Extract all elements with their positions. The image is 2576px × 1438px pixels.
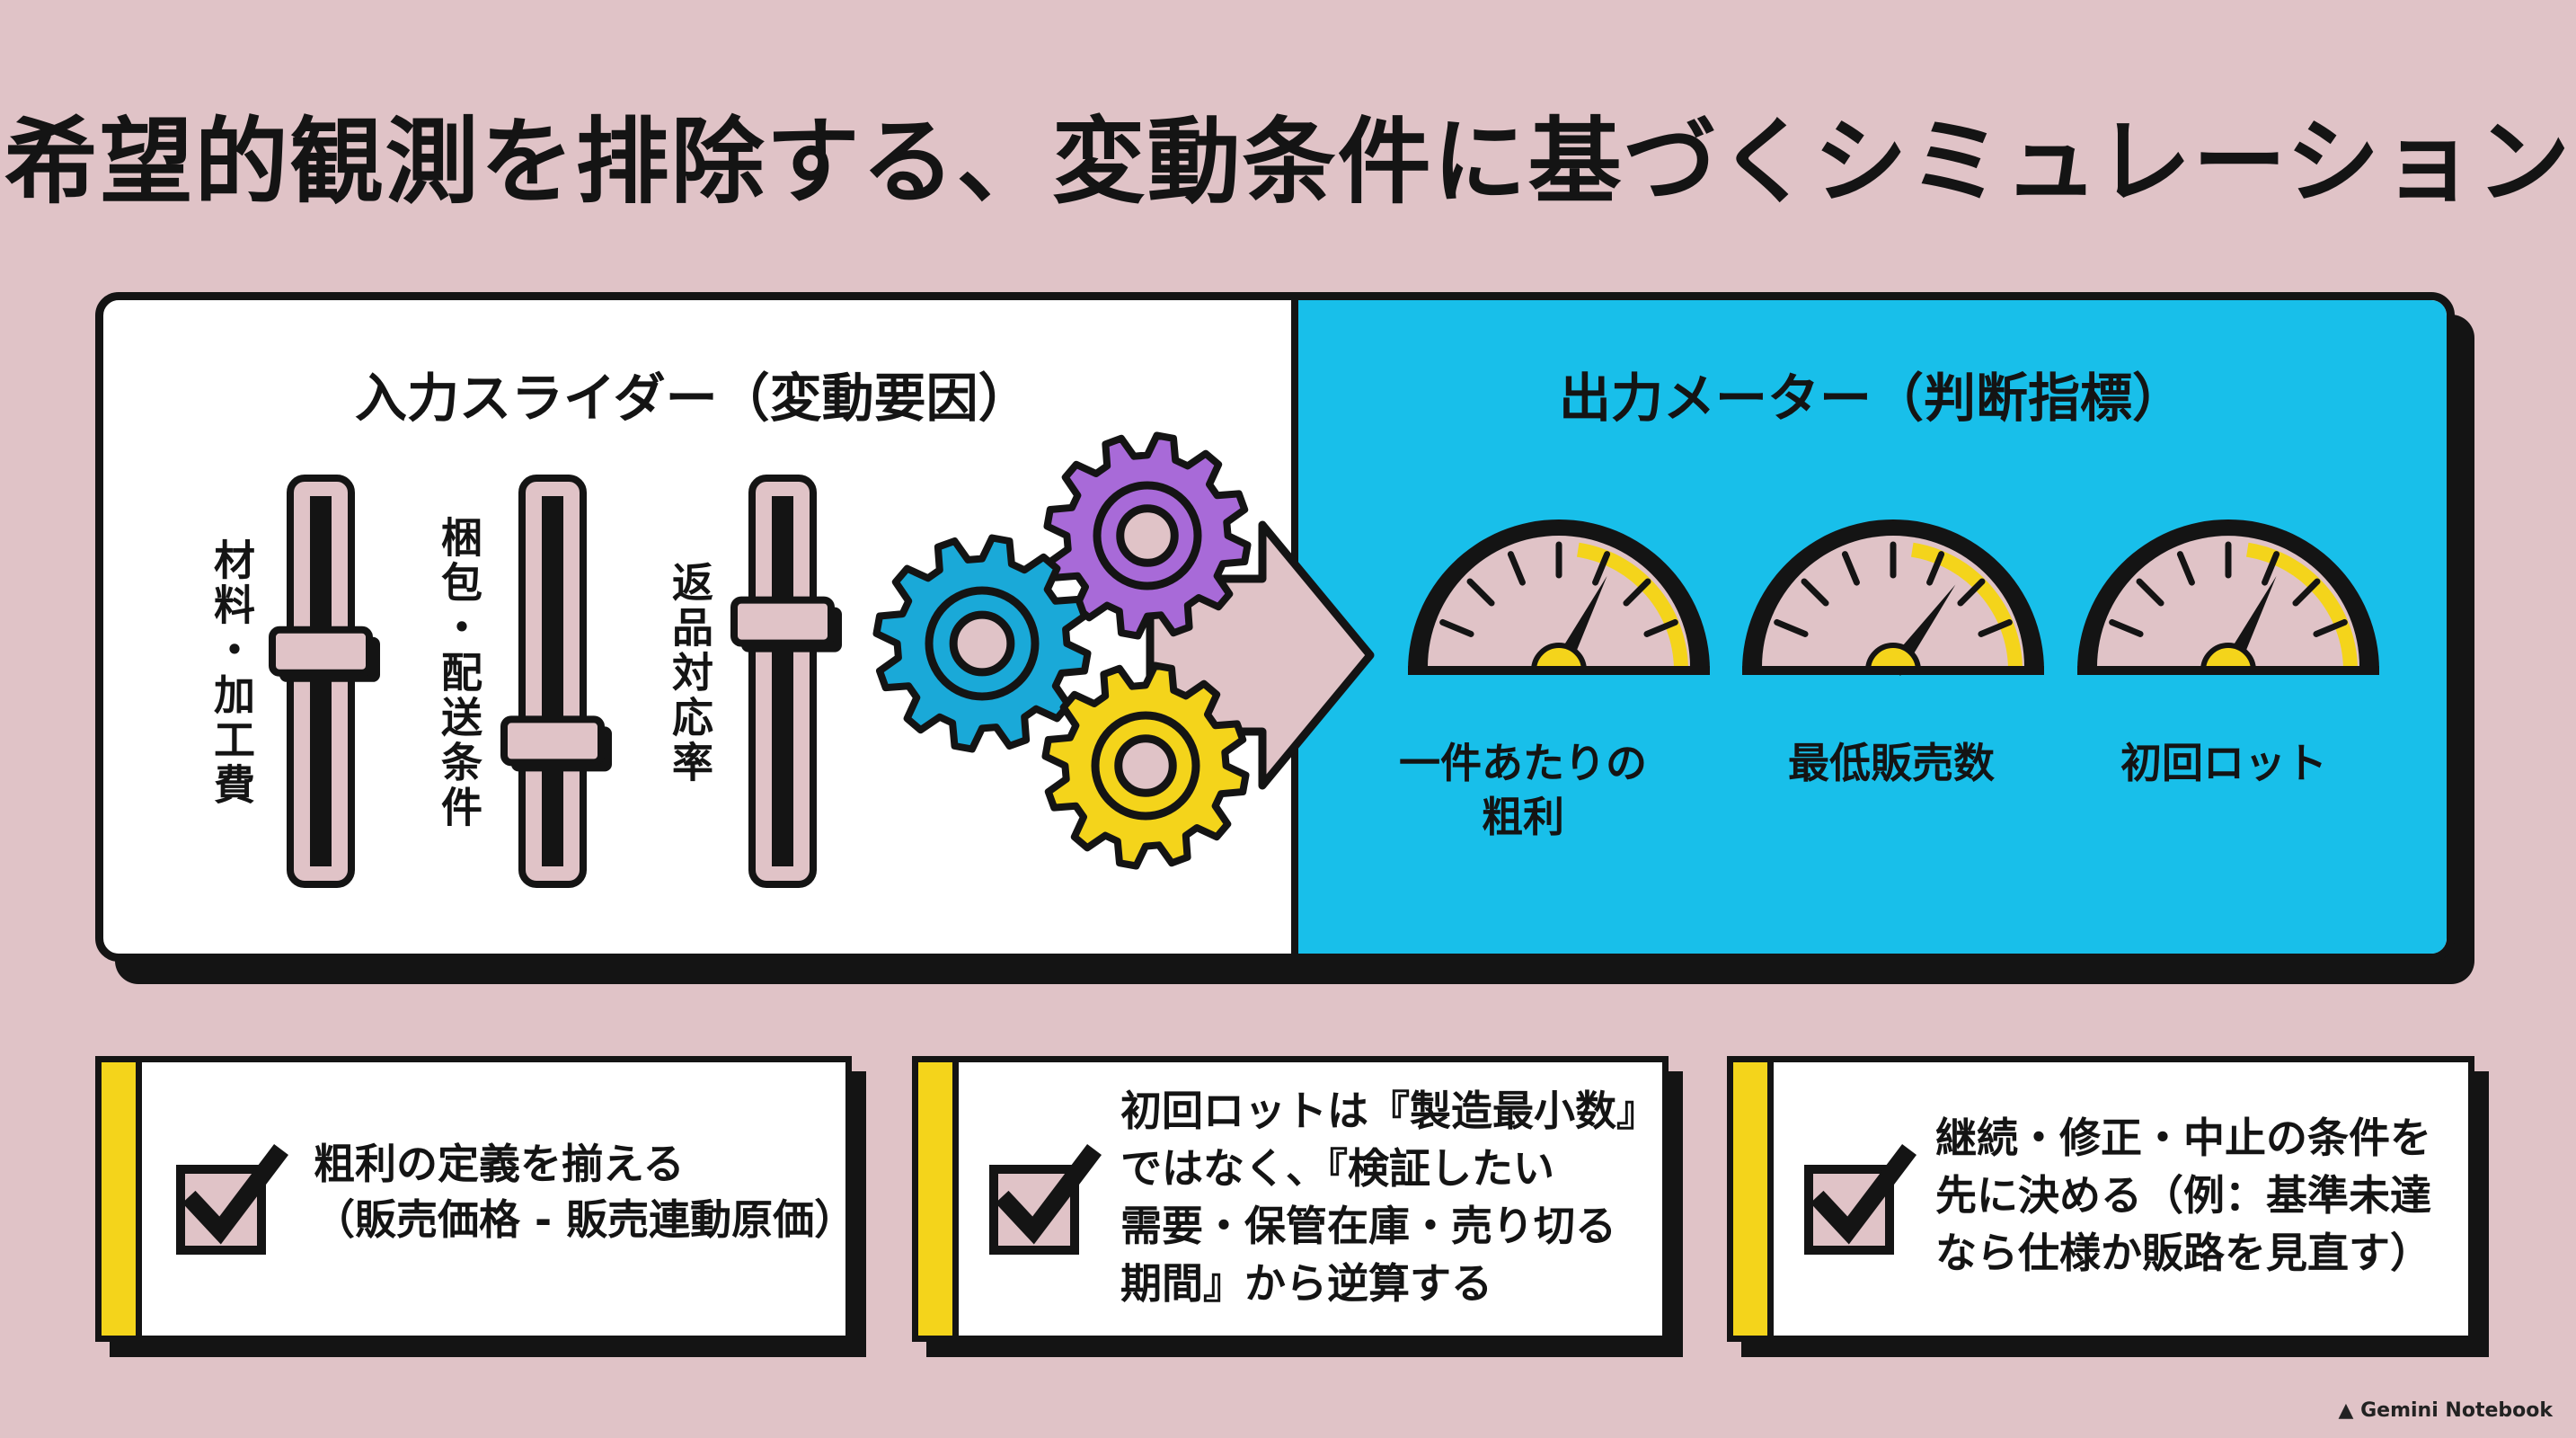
checkbox-checked-icon — [176, 1143, 289, 1255]
input-section-heading: 入力スライダー（変動要因） — [355, 368, 1031, 429]
gauge-hub — [2200, 643, 2257, 673]
watermark: ▲ Gemini Notebook — [2338, 1399, 2553, 1422]
checklist-card-3: 継続・修正・中止の条件を 先に決める（例：基準未達 なら仕様か販路を見直す） — [1727, 1056, 2474, 1342]
yellow-gear-icon — [1041, 661, 1250, 870]
gauge-meter — [2077, 519, 2379, 675]
gauge-hub — [1530, 643, 1588, 673]
input-sliders — [269, 475, 842, 888]
gauge-meter — [1742, 519, 2044, 676]
card-text-2: 初回ロットは『製造最小数』 ではなく、『検証したい 需要・保管在庫・売り切る 期… — [1120, 1087, 1658, 1308]
slider-groove — [542, 496, 563, 866]
slider-groove — [772, 496, 793, 866]
card-accent-bar — [102, 1062, 142, 1336]
slider-label-returns: 返品対応率 — [666, 561, 714, 786]
gauge-label-initial-lot: 初回ロット — [2120, 739, 2327, 787]
slider-knob — [500, 715, 605, 767]
card-accent-bar — [918, 1062, 959, 1336]
gauge-label-min-sales: 最低販売数 — [1788, 739, 1995, 787]
blue-gear-icon — [872, 534, 1092, 753]
card-accent-bar — [1733, 1062, 1774, 1336]
gears-illustration — [872, 431, 1375, 870]
slider-knob — [269, 626, 373, 677]
simulation-panel: 入力スライダー（変動要因） 出力メーター（判断指標） 材料・加工費 梱包・配送条… — [95, 292, 2455, 962]
notebook-logo-icon: ▲ — [2338, 1399, 2354, 1422]
slider-knob — [730, 596, 835, 647]
checkbox-checked-icon — [1804, 1143, 1917, 1255]
purple-gear-icon — [1043, 431, 1252, 640]
gauge-hub — [1864, 643, 1922, 673]
output-gauges — [1408, 519, 2379, 676]
output-section-heading: 出力メーター（判断指標） — [1559, 368, 2185, 429]
slider-label-packaging: 梱包・配送条件 — [435, 516, 483, 830]
checklist-card-1: 粗利の定義を揃える （販売価格 - 販売連動原価） — [95, 1056, 856, 1342]
slider-label-material: 材料・加工費 — [208, 538, 256, 808]
gauge-label-margin: 一件あたりの 粗利 — [1399, 739, 1647, 841]
page-title: 希望的観測を排除する、変動条件に基づくシミュレーション — [4, 107, 2572, 217]
checkbox-checked-icon — [989, 1143, 1102, 1255]
gauge-meter — [1408, 519, 1710, 675]
checklist-card-2: 初回ロットは『製造最小数』 ではなく、『検証したい 需要・保管在庫・売り切る 期… — [912, 1056, 1669, 1342]
card-text-3: 継続・修正・中止の条件を 先に決める（例：基準未達 なら仕様か販路を見直す） — [1935, 1114, 2431, 1277]
card-text-1: 粗利の定義を揃える （販売価格 - 販売連動原価） — [314, 1140, 856, 1244]
